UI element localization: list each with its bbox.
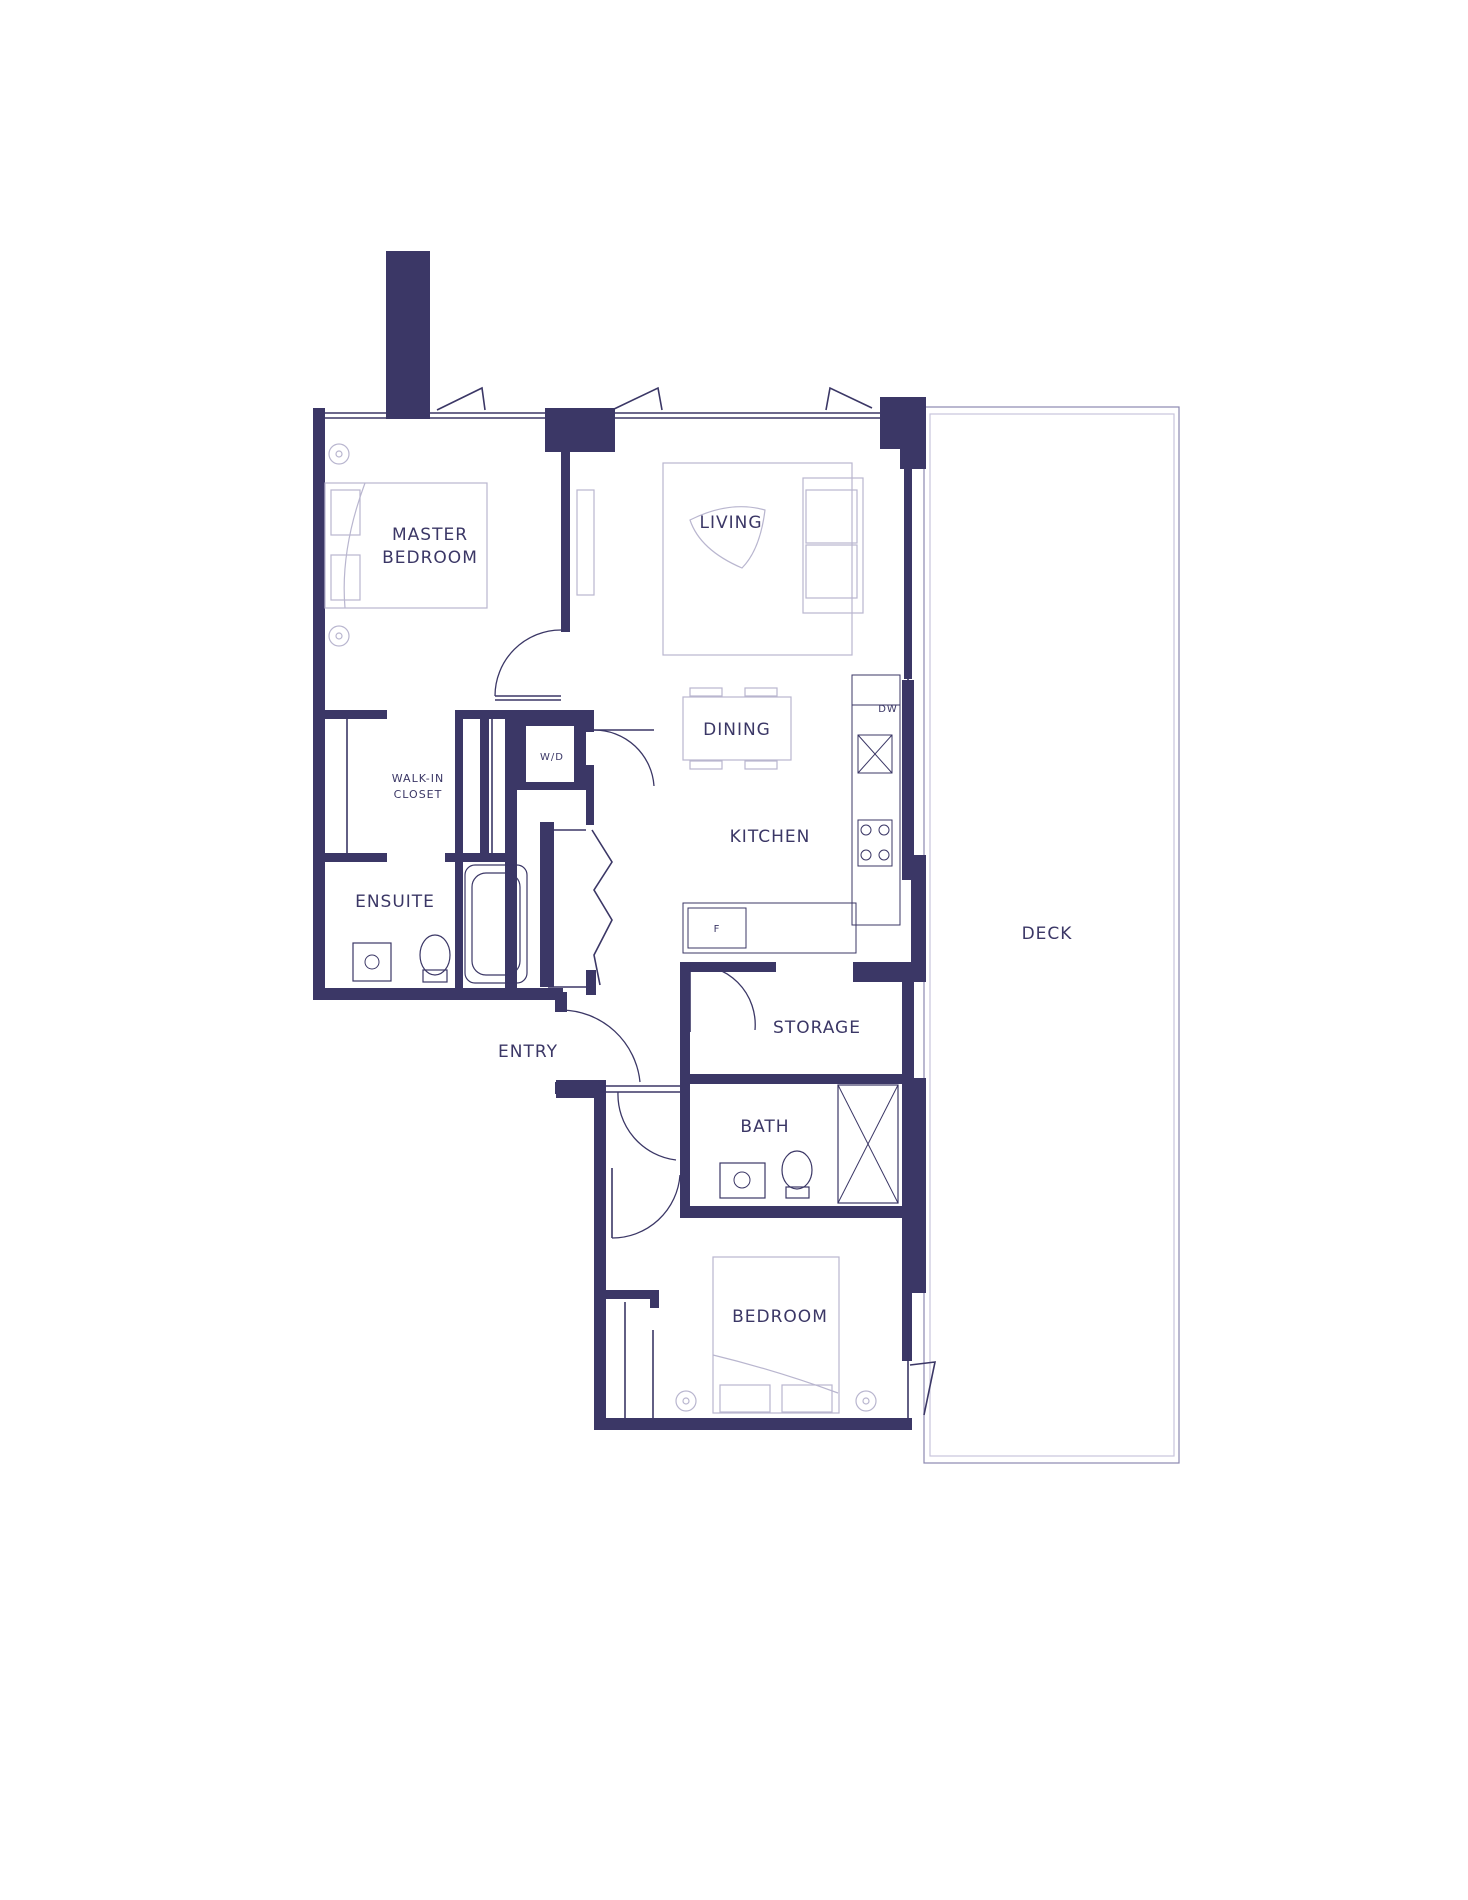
master-bedroom-label-line2: BEDROOM <box>382 548 478 568</box>
dishwasher-label: DW <box>878 704 898 715</box>
bath-label: BATH <box>740 1117 789 1137</box>
master-bedroom-label-line1: MASTER <box>392 525 468 545</box>
washer-dryer-label: W/D <box>540 752 564 763</box>
dining-label: DINING <box>703 720 771 740</box>
room-labels: MASTER BEDROOM LIVING DINING KITCHEN WAL… <box>355 513 1073 1327</box>
fixture-labels: W/D DW F <box>540 704 898 935</box>
ensuite-label: ENSUITE <box>355 892 435 912</box>
deck-label: DECK <box>1022 924 1073 944</box>
kitchen-label: KITCHEN <box>730 827 811 847</box>
entry-label: ENTRY <box>498 1042 558 1062</box>
bedroom-label: BEDROOM <box>732 1307 828 1327</box>
door-swings <box>494 629 756 1239</box>
storage-label: STORAGE <box>773 1018 861 1038</box>
walk-in-closet-label-line2: CLOSET <box>394 788 443 801</box>
furniture <box>324 443 901 1414</box>
walls <box>313 251 937 1430</box>
walk-in-closet-label-line1: WALK-IN <box>392 772 444 785</box>
fridge-label: F <box>714 924 721 935</box>
living-label: LIVING <box>699 513 762 533</box>
